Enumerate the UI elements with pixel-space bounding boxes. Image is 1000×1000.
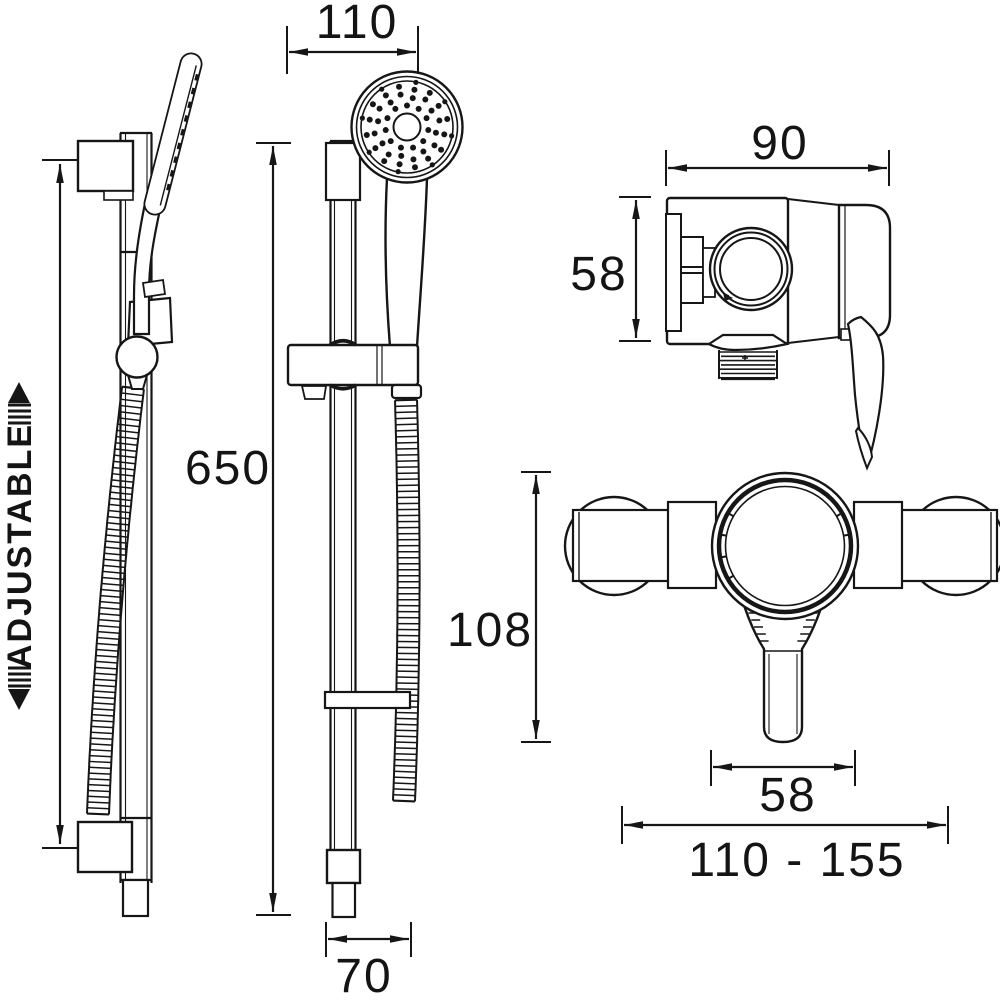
valve-port-outer — [708, 226, 794, 312]
inlet-block-bottom — [680, 272, 704, 304]
valve-ring-outer — [710, 471, 860, 621]
valve-knob-join — [787, 198, 840, 344]
handset-face-seam — [159, 65, 197, 206]
rail-front — [329, 139, 357, 850]
holder-release-lever — [300, 385, 328, 400]
slider-holder-front — [286, 343, 420, 387]
left-union-nut — [571, 508, 672, 583]
swivel-ball-side — [115, 335, 159, 379]
rail-end-stub-side — [121, 878, 150, 918]
right-arm — [852, 500, 904, 590]
dim-90-label: 90 — [751, 117, 808, 170]
dim-108-label: 108 — [447, 604, 533, 657]
outlet-thread-lines — [718, 350, 778, 381]
shower-hose-front — [392, 398, 421, 803]
valve-back-plate — [665, 213, 682, 332]
slide-bar-side-view — [76, 52, 203, 918]
valve-side-view — [665, 196, 892, 471]
valve-front-view — [563, 426, 1000, 744]
adjustable-label: ADJUSTABLE — [1, 423, 39, 669]
spray-pattern-dots — [359, 79, 455, 175]
valve-knob-side — [837, 203, 892, 340]
wall-bracket-top-step — [103, 190, 134, 201]
adjustable-marker — [8, 382, 31, 710]
slider-seams — [376, 345, 383, 385]
wall-bracket-top — [76, 139, 135, 193]
handset-handle-side — [132, 192, 165, 336]
rail-end-stub-front — [331, 881, 357, 919]
dim-650-label: 650 — [185, 442, 271, 495]
right-union-nut — [898, 508, 999, 583]
rail-end-cap-front — [325, 848, 362, 885]
rail-front-inner — [333, 141, 353, 850]
rail-top-mount-front — [324, 141, 362, 202]
left-arm — [666, 500, 718, 590]
inlet-block-top — [680, 236, 704, 268]
wall-bracket-bottom — [76, 820, 134, 874]
dim-58-front-label: 58 — [759, 769, 816, 822]
rail-collar-arcs — [329, 338, 357, 391]
dim-110-label: 110 — [316, 0, 399, 49]
holder-clip-side — [141, 278, 167, 299]
spray-nozzle-dashes — [166, 73, 199, 191]
wall-bracket-lower-front — [323, 690, 412, 710]
ring-tick-marks — [718, 511, 852, 581]
valve-ring — [716, 477, 854, 615]
dimension-annotations — [42, 26, 949, 957]
handset-head-front — [350, 70, 464, 184]
hose-nut-front — [390, 383, 423, 400]
dim-110-155-label: 110 - 155 — [688, 834, 905, 887]
lever-tip-front — [854, 426, 874, 471]
shower-hose-side — [86, 385, 145, 816]
handset-handle-front — [384, 176, 429, 349]
outlet-flange-side — [706, 333, 790, 352]
slide-bar-front-view — [286, 70, 464, 919]
dim-58-side-label: 58 — [570, 248, 627, 301]
dim-70-label: 70 — [335, 950, 392, 1000]
